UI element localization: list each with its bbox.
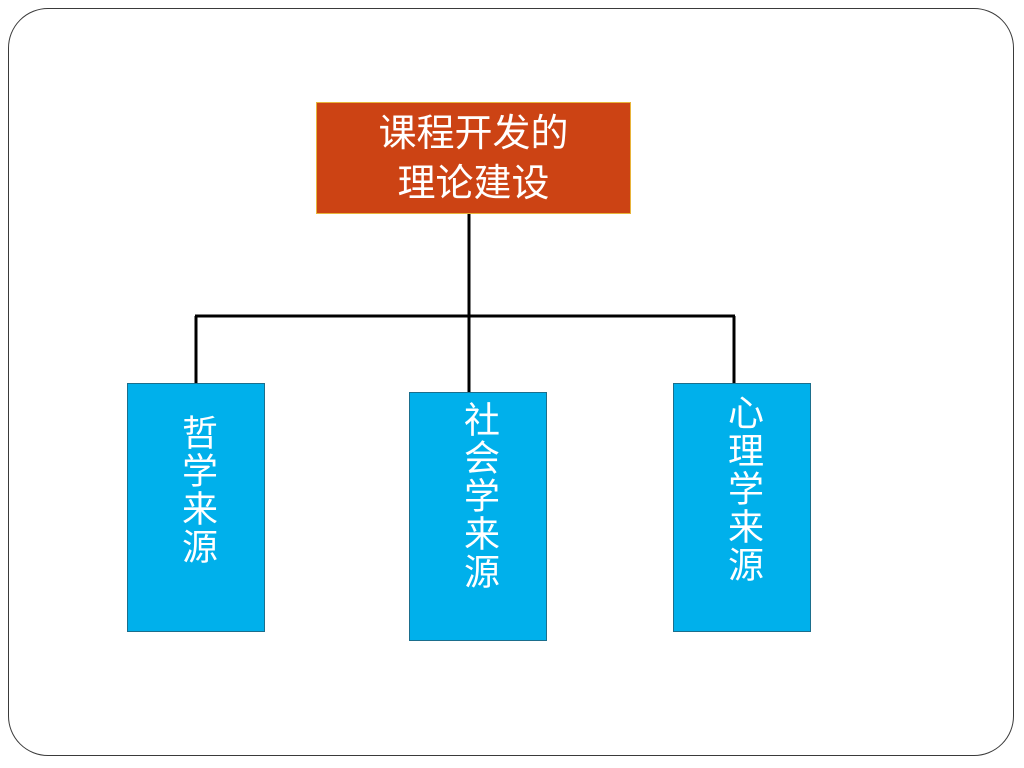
node-philosophy-source-label: 哲学来源 <box>176 414 217 566</box>
node-psychology-source-label: 心理学来源 <box>722 394 763 584</box>
root-node-text: 课程开发的 理论建设 <box>378 108 568 208</box>
root-node-line-1: 课程开发的 <box>378 111 569 155</box>
node-psychology-source: 心理学来源 <box>673 383 811 632</box>
node-philosophy-source: 哲学来源 <box>127 383 265 632</box>
root-node: 课程开发的 理论建设 <box>316 102 631 214</box>
node-sociology-source: 社会学来源 <box>409 392 547 641</box>
node-sociology-source-label: 社会学来源 <box>458 401 499 591</box>
root-node-line-2: 理论建设 <box>397 161 550 205</box>
